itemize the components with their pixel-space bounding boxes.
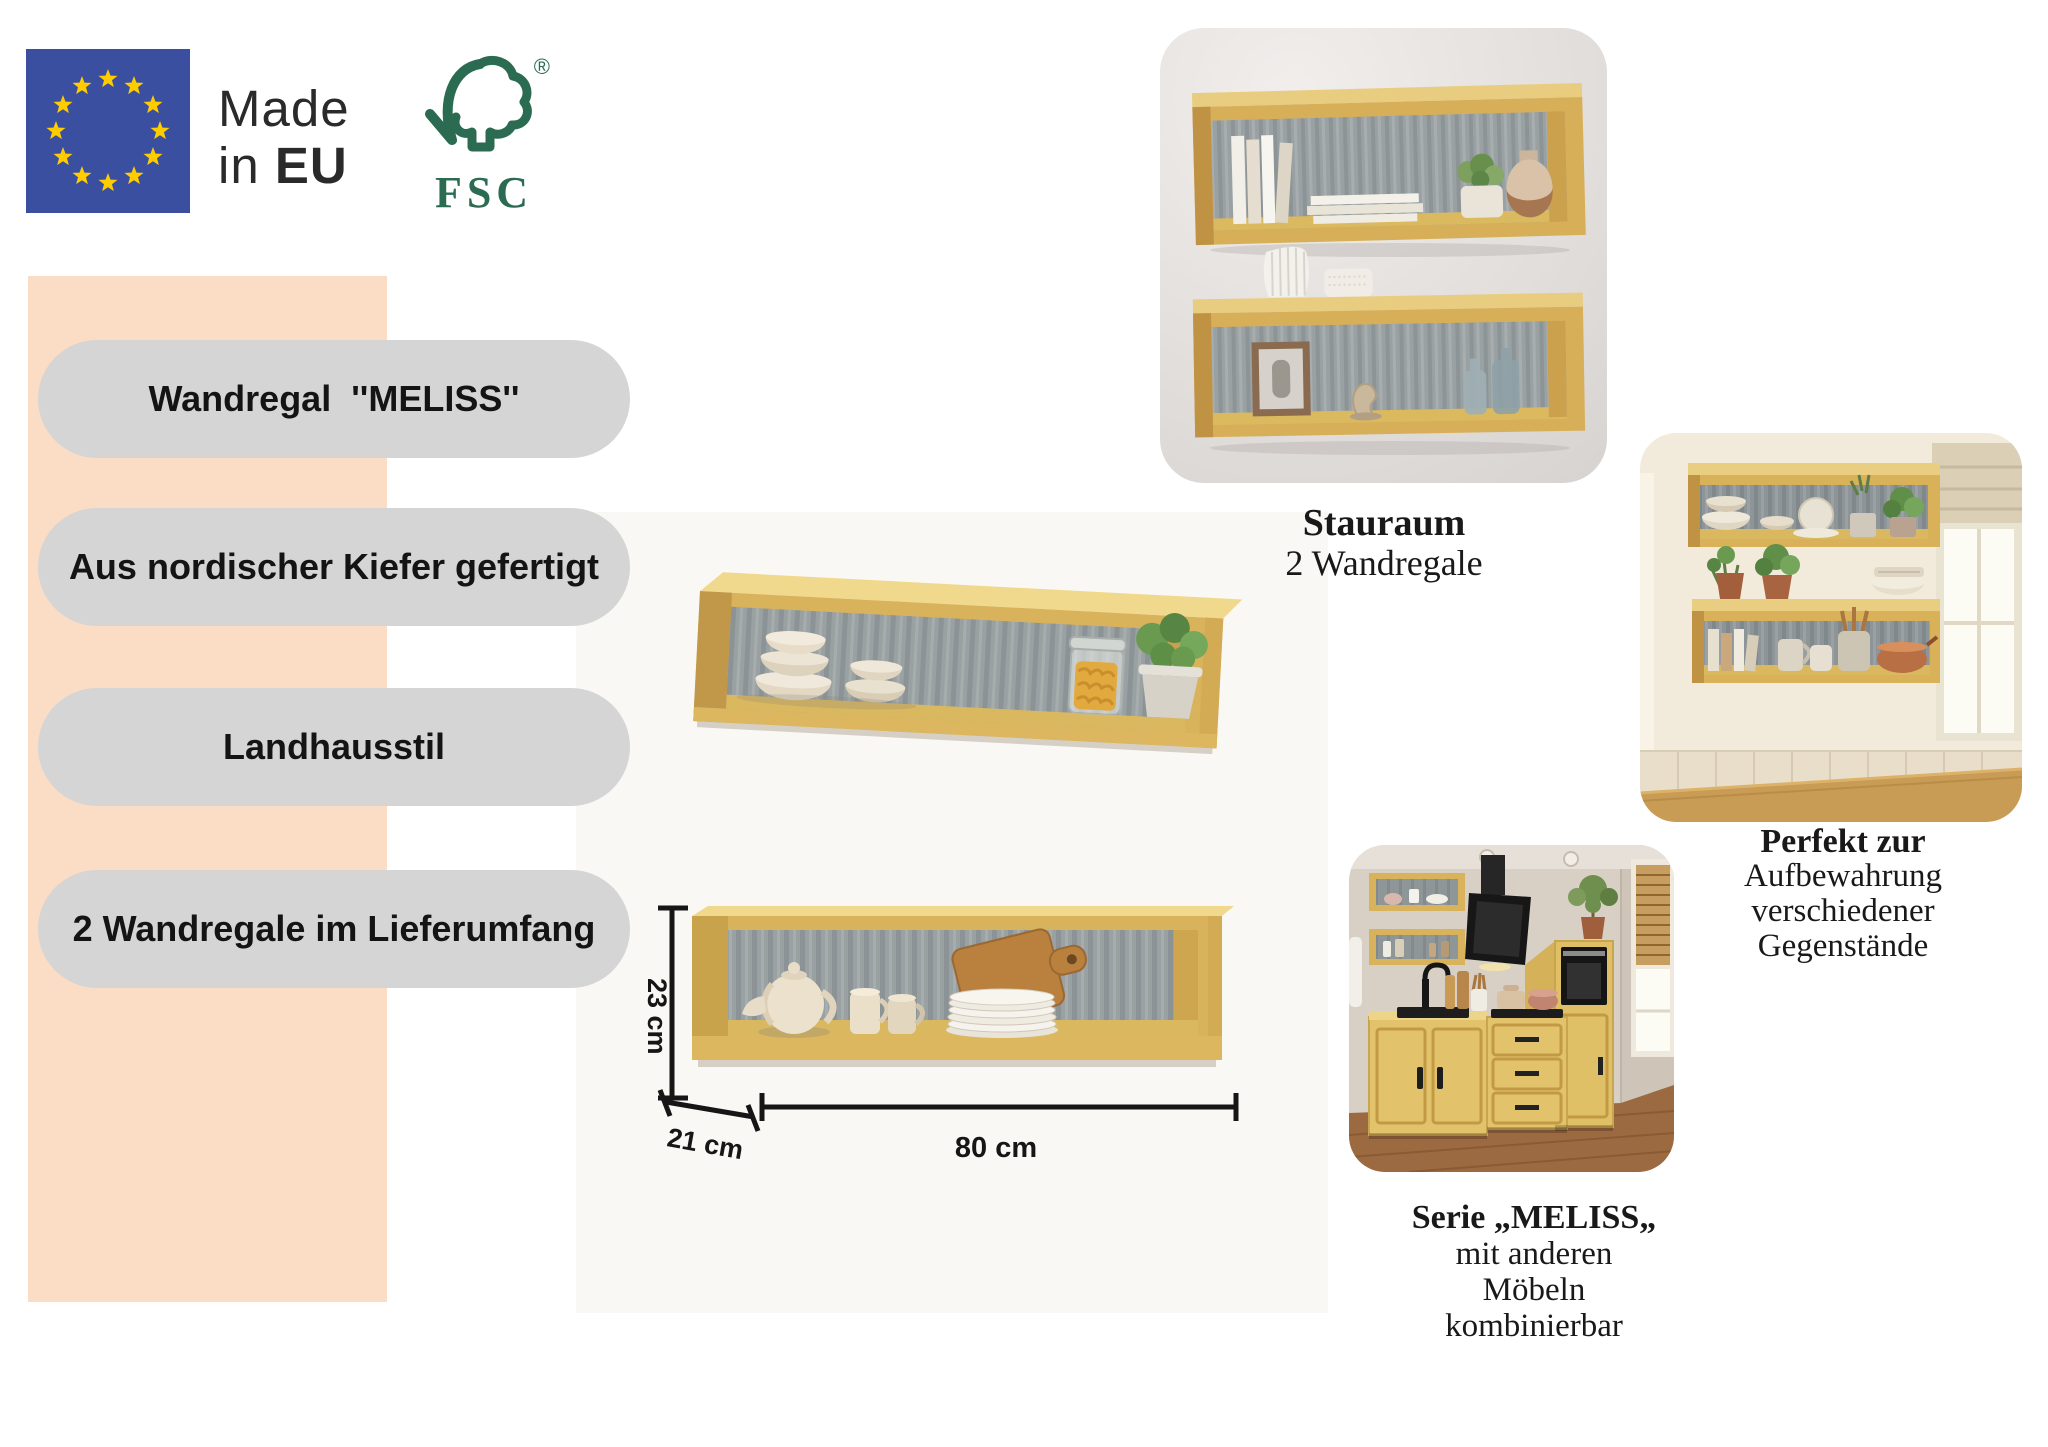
shelf-items xyxy=(1708,607,1939,673)
caption-series-line: kombinierbar xyxy=(1445,1308,1623,1344)
books xyxy=(1231,135,1424,225)
upper-shelf xyxy=(1688,463,1940,547)
glass-bottles xyxy=(1464,347,1520,415)
dimension-lines xyxy=(657,905,1239,1132)
succulent-plant xyxy=(1457,153,1505,218)
sculpture xyxy=(1349,383,1382,421)
caption-storage-subtitle: 2 Wandregale xyxy=(1285,543,1483,583)
potted-plant xyxy=(1136,613,1208,719)
dimension-height-label: 23 cm xyxy=(642,978,672,1055)
lower-shelf xyxy=(1692,544,1940,683)
plants-on-top xyxy=(1707,544,1924,599)
countertop xyxy=(1640,767,2022,822)
feature-pill-title: Wandregal ''MELISS'' xyxy=(38,340,630,458)
mugs xyxy=(850,988,925,1034)
caption-usage-line: Gegenstände xyxy=(1757,928,1929,964)
dimension-depth-label: 21 cm xyxy=(665,1122,746,1165)
dimension-width-label: 80 cm xyxy=(955,1132,1037,1164)
sink-cabinet xyxy=(1368,962,1488,1136)
eu-flag-icon xyxy=(26,49,190,213)
bowls-stack xyxy=(736,631,917,710)
feature-pill-quantity: 2 Wandregale im Lieferumfang xyxy=(38,870,630,988)
made-in-eu-label: Made in EU xyxy=(218,80,350,194)
photo-kitchen-series xyxy=(1349,845,1674,1172)
photo-frame xyxy=(1251,341,1311,417)
caption-storage-title: Stauraum xyxy=(1302,502,1466,544)
feature-pill-style: Landhausstil xyxy=(38,688,630,806)
registered-trademark-icon: ® xyxy=(533,54,550,79)
caption-series-line: mit anderen xyxy=(1455,1236,1613,1272)
lower-shelf xyxy=(1192,245,1586,438)
made-line2: in EU xyxy=(218,137,350,194)
caption-usage: Perfekt zur Aufbewahrung verschiedener G… xyxy=(1668,824,2018,964)
deco-vases xyxy=(1263,245,1373,298)
pasta-jar xyxy=(1067,635,1127,716)
wall-shelf-box xyxy=(693,572,1243,755)
drawer-cabinet xyxy=(1486,985,1568,1130)
feature-pill-title-label: Wandregal ''MELISS'' xyxy=(148,378,520,419)
vase xyxy=(1506,150,1553,218)
fsc-logo: ® FSC xyxy=(420,52,550,218)
made-line1: Made xyxy=(218,80,350,137)
ceiling-spotlight xyxy=(1563,851,1579,867)
caption-usage-line: Aufbewahrung xyxy=(1744,858,1942,894)
made-in-word: in xyxy=(218,137,260,194)
caption-usage-line: verschiedener xyxy=(1751,893,1935,929)
window xyxy=(1932,443,2022,741)
caption-usage-title: Perfekt zur xyxy=(1760,823,1926,860)
range-hood xyxy=(1465,855,1531,971)
caption-series-title: Serie „MELISS„ xyxy=(1411,1199,1657,1236)
caption-storage: Stauraum 2 Wandregale xyxy=(1184,502,1584,582)
wall-shelves xyxy=(1369,873,1465,965)
upper-shelf xyxy=(1191,82,1586,246)
shelf-items xyxy=(1702,474,1924,538)
plant-on-cabinet xyxy=(1568,875,1618,939)
teapot xyxy=(742,962,837,1038)
caption-series-line: Möbeln xyxy=(1482,1272,1586,1308)
feature-pill-style-label: Landhausstil xyxy=(222,726,446,767)
shelf-render-dimensions: 23 cm 21 cm 80 cm xyxy=(642,905,1239,1165)
shelf-render-top xyxy=(693,572,1243,755)
feature-pill-quantity-label: 2 Wandregale im Lieferumfang xyxy=(72,908,596,949)
feature-pill-material-label: Aus nordischer Kiefer gefertigt xyxy=(68,546,600,587)
plates-stack xyxy=(946,988,1058,1038)
caption-series: Serie „MELISS„ mit anderen Möbeln kombin… xyxy=(1374,1199,1694,1345)
photo-kitchen-shelves xyxy=(1640,433,2022,822)
fsc-wordmark: FSC xyxy=(434,168,534,217)
towel xyxy=(1349,937,1362,1007)
feature-pill-material: Aus nordischer Kiefer gefertigt xyxy=(38,508,630,626)
photo-storage-shelves xyxy=(1160,28,1607,483)
fsc-tree-icon xyxy=(425,56,532,152)
window xyxy=(1631,859,1674,1057)
made-eu-word: EU xyxy=(274,137,348,194)
